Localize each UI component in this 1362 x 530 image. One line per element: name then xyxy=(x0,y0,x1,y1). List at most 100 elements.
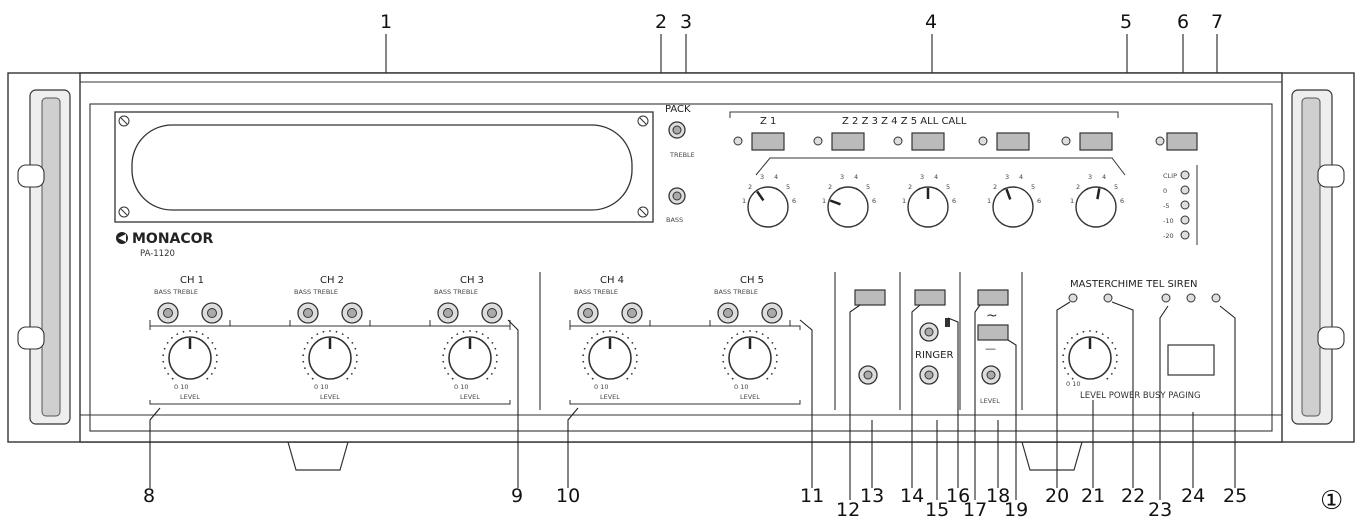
bottom-callouts: 8 9 10 11 12 13 14 15 16 17 18 19 20 21 … xyxy=(143,485,1343,521)
channel-eq-label: BASS TREBLE xyxy=(434,288,478,296)
zone-button-3[interactable] xyxy=(911,132,945,151)
zone-scale-mark: 6 xyxy=(1120,197,1124,205)
zone-button-4[interactable] xyxy=(996,132,1030,151)
meter-mark: -5 xyxy=(1163,202,1169,210)
button-14[interactable] xyxy=(914,289,946,306)
section-17-19: ~ — LEVEL xyxy=(977,289,1009,405)
callout-11: 11 xyxy=(800,485,824,507)
zone-scale-mark: 2 xyxy=(1076,183,1080,191)
bass-label: BASS xyxy=(666,216,683,224)
master-scale: 0 10 xyxy=(1066,380,1080,388)
switch-16[interactable] xyxy=(945,318,950,327)
zone-scale-mark: 6 xyxy=(872,197,876,205)
zone-scale-mark: 5 xyxy=(946,183,950,191)
master-title: MASTERCHIME TEL SIREN xyxy=(1070,279,1198,290)
pack-tone-controls: PACK TREBLE BASS xyxy=(665,104,695,224)
pack-label: PACK xyxy=(665,104,691,115)
master-level-knob[interactable] xyxy=(1068,336,1112,380)
meter-mark: -10 xyxy=(1163,217,1174,225)
zone-knob-5[interactable] xyxy=(1075,186,1117,228)
zone-knob-4[interactable] xyxy=(992,186,1034,228)
display-24 xyxy=(1167,344,1215,376)
master-footer: LEVEL POWER BUSY PAGING xyxy=(1080,391,1201,401)
channel-eq-label: BASS TREBLE xyxy=(574,288,618,296)
zone-scale-mark: 6 xyxy=(792,197,796,205)
level-knob[interactable] xyxy=(588,336,632,380)
zone-knob-2[interactable] xyxy=(827,186,869,228)
zone-scale-mark: 2 xyxy=(908,183,912,191)
zone-scale-mark: 3 xyxy=(1088,173,1092,181)
zone-button-2[interactable] xyxy=(831,132,865,151)
zone-scale-mark: 2 xyxy=(828,183,832,191)
zone-scale-mark: 1 xyxy=(1070,197,1074,205)
zone-scale-mark: 2 xyxy=(748,183,752,191)
zone-scale-mark: 4 xyxy=(934,173,938,181)
channel-eq-label: BASS TREBLE xyxy=(294,288,338,296)
zone-scale-mark: 6 xyxy=(952,197,956,205)
zone-1-label: Z 1 xyxy=(760,116,776,127)
brand-logo: MONACOR PA-1120 xyxy=(116,231,214,259)
callout-5: 5 xyxy=(1120,11,1132,33)
zone-scale-mark: 5 xyxy=(786,183,790,191)
zone-scale-mark: 4 xyxy=(774,173,778,181)
zone-led-4 xyxy=(978,136,988,146)
led-20 xyxy=(1068,293,1078,303)
callout-9: 9 xyxy=(511,485,523,507)
zone-button-5[interactable] xyxy=(1079,132,1113,151)
channel-name: CH 4 xyxy=(600,275,624,286)
rack-chassis xyxy=(7,72,1355,471)
callout-22: 22 xyxy=(1121,485,1145,507)
top-callouts: 1 2 3 4 5 6 7 xyxy=(380,11,1223,33)
zone-scale-mark: 3 xyxy=(920,173,924,181)
cassette-display-window xyxy=(114,111,654,223)
button-19[interactable] xyxy=(977,324,1009,341)
meter-led xyxy=(1180,200,1190,210)
callout-24: 24 xyxy=(1181,485,1205,507)
meter-mark: -20 xyxy=(1163,232,1174,240)
channel-eq-label: BASS TREBLE xyxy=(154,288,198,296)
level-label: LEVEL xyxy=(740,393,760,401)
led-23a xyxy=(1161,293,1171,303)
callout-6: 6 xyxy=(1177,11,1189,33)
zone-knob-3[interactable] xyxy=(907,186,949,228)
level-scale: 0 10 xyxy=(174,383,188,391)
level-knob[interactable] xyxy=(168,336,212,380)
zone-scale-mark: 6 xyxy=(1037,197,1041,205)
level-label: LEVEL xyxy=(180,393,200,401)
channel-name: CH 2 xyxy=(320,275,344,286)
callout-1: 1 xyxy=(380,11,392,33)
meter-led xyxy=(1180,230,1190,240)
channel-eq-label: BASS TREBLE xyxy=(714,288,758,296)
led-23b xyxy=(1186,293,1196,303)
zone-scale-mark: 4 xyxy=(1019,173,1023,181)
level-knob[interactable] xyxy=(728,336,772,380)
channel-strip-1: CH 1 BASS TREBLE 0 10 LEVEL xyxy=(149,275,231,401)
zone-knob-1[interactable] xyxy=(747,186,789,228)
button-6[interactable] xyxy=(1166,132,1198,151)
button-12[interactable] xyxy=(854,289,886,306)
callout-17: 17 xyxy=(963,499,987,521)
meter-mark: 0 xyxy=(1163,187,1167,195)
zone-scale-mark: 5 xyxy=(1114,183,1118,191)
callout-12: 12 xyxy=(836,499,860,521)
callout-19: 19 xyxy=(1004,499,1028,521)
zone-scale-mark: 5 xyxy=(1031,183,1035,191)
channel-name: CH 1 xyxy=(180,275,204,286)
level-knob[interactable] xyxy=(308,336,352,380)
led-6 xyxy=(1155,136,1165,146)
brand-name: MONACOR xyxy=(132,231,214,247)
zone-button-1[interactable] xyxy=(751,132,785,151)
level-knob[interactable] xyxy=(448,336,492,380)
model-name: PA-1120 xyxy=(140,249,175,259)
callout-21: 21 xyxy=(1081,485,1105,507)
level-label: LEVEL xyxy=(320,393,340,401)
section-14-16: RINGER xyxy=(914,289,953,385)
callout-10: 10 xyxy=(556,485,580,507)
led-22 xyxy=(1103,293,1113,303)
button-17[interactable] xyxy=(977,289,1009,306)
zone-scale-mark: 3 xyxy=(840,173,844,181)
meter-led xyxy=(1180,215,1190,225)
